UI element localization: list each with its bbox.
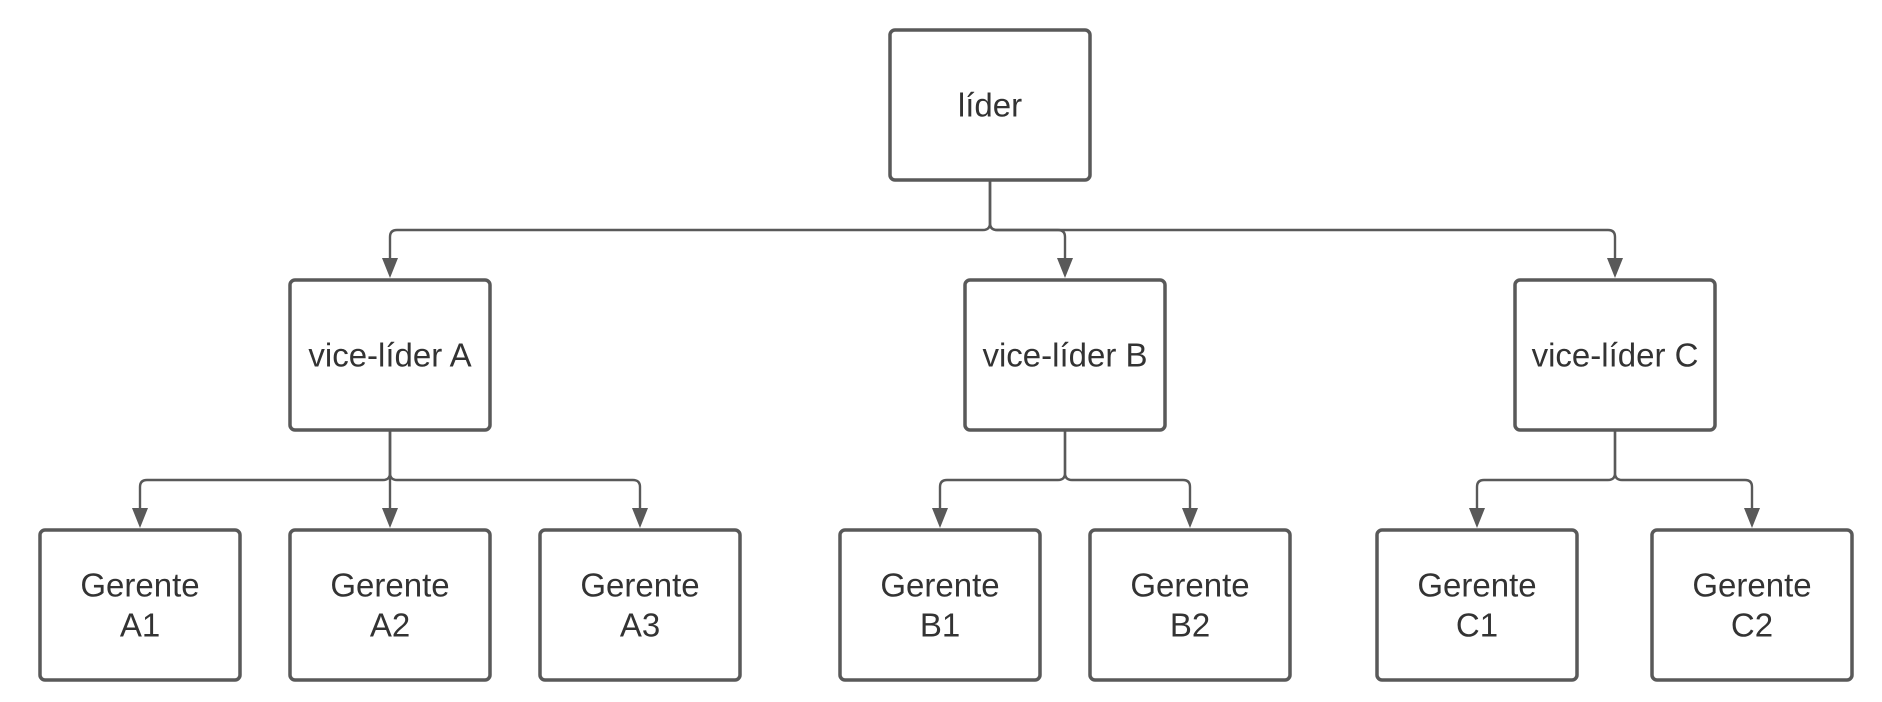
arrowhead-gerente-c2 [1744,508,1760,528]
node-label: A2 [370,607,410,644]
node-box [38,528,242,682]
arrowhead-vice-a [382,258,398,278]
connectors-layer [132,180,1760,528]
node-label: B2 [1170,607,1210,644]
connector-lider-to-vice-a [388,180,992,259]
node-box [538,528,742,682]
connector-vice-b-to-gerente-b2 [1063,430,1192,509]
node-label: Gerente [880,567,999,604]
connector-lider-to-vice-c [988,180,1617,259]
node-label: vice-líder B [982,337,1147,374]
connector-vice-c-to-gerente-c1 [1475,430,1617,509]
arrowhead-gerente-b1 [932,508,948,528]
node-label: vice-líder A [308,337,471,374]
node-vice-b[interactable]: vice-líder B [963,278,1167,432]
node-vice-a[interactable]: vice-líder A [288,278,492,432]
connector-vice-c-to-gerente-c2 [1613,430,1754,509]
connector-vice-b-to-gerente-b1 [938,430,1067,509]
node-box [1650,528,1854,682]
node-label: A3 [620,607,660,644]
node-vice-c[interactable]: vice-líder C [1513,278,1717,432]
node-box [288,278,492,432]
node-box [1375,528,1579,682]
node-label: C2 [1731,607,1773,644]
node-label: Gerente [1417,567,1536,604]
nodes-layer: líder vice-líder A vice-líder B vice-líder … [38,28,1854,682]
node-label: A1 [120,607,160,644]
node-box [888,28,1092,182]
node-box [963,278,1167,432]
node-box [288,528,492,682]
node-label: líder [958,87,1022,124]
node-label: Gerente [1692,567,1811,604]
node-label: Gerente [330,567,449,604]
node-box [1088,528,1292,682]
node-label: B1 [920,607,960,644]
node-lider[interactable]: líder [888,28,1092,182]
connector-vice-a-to-gerente-a3 [388,430,642,509]
arrowhead-vice-b [1057,258,1073,278]
node-label: Gerente [580,567,699,604]
arrowhead-gerente-a1 [132,508,148,528]
node-box [1513,278,1717,432]
arrowhead-gerente-a3 [632,508,648,528]
node-label: vice-líder C [1532,337,1699,374]
node-label: C1 [1456,607,1498,644]
connector-vice-a-to-gerente-a1 [138,430,392,509]
arrowhead-gerente-b2 [1182,508,1198,528]
arrowhead-gerente-a2 [382,508,398,528]
arrowhead-gerente-c1 [1469,508,1485,528]
arrowhead-vice-c [1607,258,1623,278]
node-label: Gerente [80,567,199,604]
node-box [838,528,1042,682]
connector-lider-to-vice-b [988,180,1067,259]
node-label: Gerente [1130,567,1249,604]
